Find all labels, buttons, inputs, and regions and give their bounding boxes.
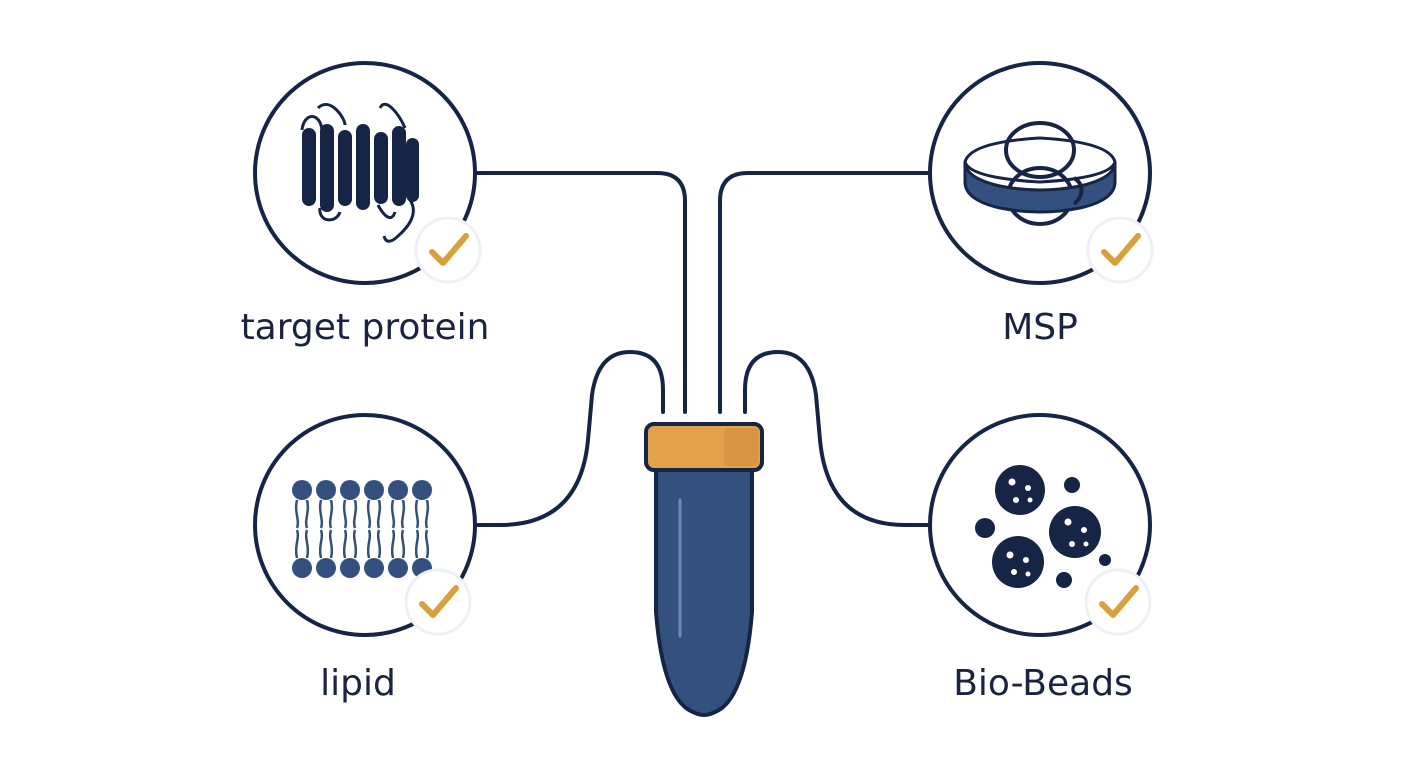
lipid-tail xyxy=(424,499,430,529)
lipid-head-top xyxy=(340,480,360,500)
lipid-tail xyxy=(342,499,348,529)
lipid-tail xyxy=(304,499,310,529)
lipid-tail xyxy=(414,529,420,559)
lipid-tail xyxy=(414,499,420,529)
check-badge-target-protein xyxy=(414,216,482,284)
lipid-tail xyxy=(294,499,300,529)
label-lipid: lipid xyxy=(320,663,396,704)
lipid-head-bottom xyxy=(340,558,360,578)
protein-helices-icon xyxy=(300,102,419,243)
lipid-head-top xyxy=(388,480,408,500)
lipid-head-bottom xyxy=(292,558,312,578)
lipid-head-top xyxy=(316,480,336,500)
bio-beads-icon xyxy=(975,465,1111,588)
label-target-protein: target protein xyxy=(240,307,490,348)
msp-belt-ring-icon xyxy=(963,121,1117,226)
lipid-tail xyxy=(376,529,382,559)
lipid-head-bottom xyxy=(316,558,336,578)
lipid-tail xyxy=(424,529,430,559)
label-bio-beads: Bio-Beads xyxy=(953,663,1133,704)
lipid-tail xyxy=(352,529,358,559)
check-badge-bio-beads xyxy=(1084,568,1152,636)
connector-lipid xyxy=(468,349,665,527)
check-badge-msp xyxy=(1086,216,1154,284)
lipid-head-top xyxy=(412,480,432,500)
lipid-tail xyxy=(328,499,334,529)
connector-msp xyxy=(718,171,937,414)
lipid-tail xyxy=(390,499,396,529)
lipid-head-bottom xyxy=(364,558,384,578)
lipid-bilayer-icon xyxy=(292,480,432,578)
lipid-tail xyxy=(400,499,406,529)
lipid-tail xyxy=(318,499,324,529)
lipid-tail xyxy=(376,499,382,529)
lipid-head-top xyxy=(364,480,384,500)
lipid-tail xyxy=(366,499,372,529)
lipid-tail xyxy=(328,529,334,559)
lipid-head-bottom xyxy=(388,558,408,578)
connector-target-protein xyxy=(468,171,687,414)
microcentrifuge-tube-icon xyxy=(644,422,764,717)
lipid-tail xyxy=(304,529,310,559)
connector-bio-beads xyxy=(743,349,937,527)
lipid-tail xyxy=(294,529,300,559)
label-msp: MSP xyxy=(1002,307,1078,348)
lipid-tail xyxy=(352,499,358,529)
lipid-tail xyxy=(400,529,406,559)
lipid-head-top xyxy=(292,480,312,500)
check-badge-lipid xyxy=(404,568,472,636)
lipid-tail xyxy=(318,529,324,559)
lipid-tail xyxy=(390,529,396,559)
lipid-tail xyxy=(342,529,348,559)
lipid-tail xyxy=(366,529,372,559)
